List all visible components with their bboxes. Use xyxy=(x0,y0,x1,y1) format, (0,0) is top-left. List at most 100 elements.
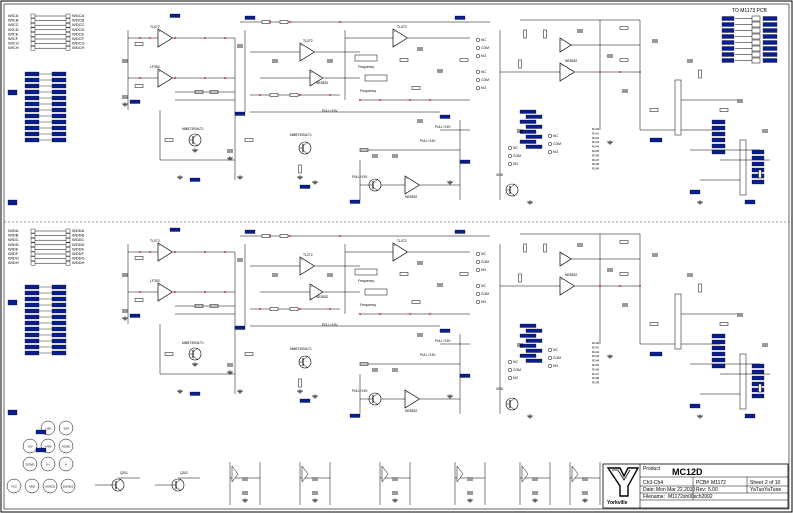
junction-dot xyxy=(329,308,331,310)
date-label: Date: xyxy=(643,487,655,493)
side-net-label xyxy=(51,320,67,326)
resistor-symbol xyxy=(459,58,469,62)
opamp-part-label: TL072 xyxy=(303,253,313,257)
resistor-symbol xyxy=(411,300,421,304)
bus-output-label: WDCC xyxy=(72,22,85,27)
bus-pin xyxy=(65,247,71,252)
opamp-minus: - xyxy=(311,82,312,86)
sheet-inner-border xyxy=(3,3,790,510)
capacitor-symbol xyxy=(392,491,398,495)
power-circle: V+ xyxy=(40,456,56,472)
side-net-label xyxy=(51,338,67,344)
net-label xyxy=(525,338,543,343)
filename-value: M1172sh00sch2002 xyxy=(668,494,713,500)
resistor-symbol xyxy=(134,42,144,46)
switch-label-no: NO xyxy=(481,54,486,58)
resistor-part-label: R147 xyxy=(592,158,600,162)
ground-symbol xyxy=(122,316,128,321)
net-label xyxy=(751,393,765,399)
side-net-label xyxy=(51,119,67,125)
junction-dot xyxy=(339,235,341,237)
bus-pin xyxy=(65,27,71,32)
transistor-part-label: Q201 xyxy=(120,471,128,475)
side-net-label xyxy=(51,113,67,119)
opamp-part-label: NE5532 xyxy=(405,195,417,199)
resistor-part-label: R146 xyxy=(592,367,600,371)
capacitor-symbol xyxy=(392,477,398,481)
bus-output-label: WDCD xyxy=(72,27,85,32)
switch-label-no: NO xyxy=(553,364,558,368)
bus-output-label: WDCE xyxy=(72,31,85,36)
freq-label: Frequency xyxy=(360,89,376,93)
opamp-plus: + xyxy=(159,243,161,247)
net-label xyxy=(439,114,451,119)
ground-symbol xyxy=(527,414,533,419)
resistor-symbol xyxy=(244,352,254,356)
switch-label-no: NO xyxy=(481,86,486,90)
side-net-label xyxy=(51,332,67,338)
side-net-label xyxy=(51,101,67,107)
net-label xyxy=(35,429,47,435)
side-net-label xyxy=(51,137,67,143)
junction-dot xyxy=(139,291,141,293)
opamp-plus: + xyxy=(301,257,303,261)
side-net-label xyxy=(51,71,67,77)
ground-symbol xyxy=(312,394,318,399)
capacitor-symbol xyxy=(272,273,278,277)
junction-dot xyxy=(269,21,271,23)
opamp-minus: - xyxy=(301,271,302,275)
capacitor-symbol xyxy=(122,95,128,99)
switch-label-nc: NC xyxy=(513,360,518,364)
resistor-part-label: R145 xyxy=(592,149,600,153)
opamp-minus: - xyxy=(159,297,160,301)
net-label xyxy=(744,199,756,205)
junction-dot xyxy=(299,94,301,96)
bypass-cap-block xyxy=(299,462,331,505)
junction-dot xyxy=(224,77,226,79)
opamp-part-label: NE5532 xyxy=(565,59,577,63)
resistor-part-label: R142 xyxy=(592,350,600,354)
opamp-part-label: LF353 xyxy=(150,279,160,283)
bus-pin xyxy=(30,41,36,46)
junction-dot xyxy=(224,37,226,39)
power-circle-label: AGND2 xyxy=(45,485,56,489)
connector-top xyxy=(721,15,778,64)
opamp-part-label: NE5532 xyxy=(316,295,328,299)
freq-label: Frequency xyxy=(360,303,376,307)
date-value: Mon Mar 22,2010 xyxy=(656,487,695,493)
channel-lower-circuit: +-TL072+-LF353MMBT3904LT1MMBT3904LT1+-TL… xyxy=(122,227,770,419)
side-net-label xyxy=(7,299,18,306)
sheet-value: 2 of 10 xyxy=(765,480,781,486)
switch-label-nc: NC xyxy=(481,252,486,256)
pull-label: PULL+15V xyxy=(420,353,436,357)
opamp-plus: + xyxy=(159,29,161,33)
side-net-label xyxy=(24,89,40,95)
net-label xyxy=(711,143,726,149)
bus-input-label: WIDE xyxy=(8,246,19,251)
net-label xyxy=(711,131,726,137)
capacitor-symbol xyxy=(312,477,318,481)
side-net-label xyxy=(24,137,40,143)
resistor-symbol xyxy=(619,58,629,62)
net-label xyxy=(454,229,466,234)
connector-net-label xyxy=(721,52,735,57)
ground-symbol xyxy=(312,498,318,503)
resistor-symbol xyxy=(289,307,299,311)
opamp-plus: + xyxy=(394,243,396,247)
resistor-symbol xyxy=(261,234,271,238)
transistor-q3 xyxy=(368,178,382,192)
side-net-label xyxy=(51,125,67,131)
side-net-label xyxy=(24,290,40,296)
resistor-symbol xyxy=(279,234,289,238)
resistor-symbol xyxy=(134,84,144,88)
resistor-symbol xyxy=(619,240,629,244)
ground-symbol xyxy=(697,414,703,419)
ground-symbol xyxy=(447,180,453,185)
junction-dot xyxy=(269,235,271,237)
capacitor-symbol xyxy=(737,99,743,103)
opamp-plus: + xyxy=(311,70,313,74)
opamp-plus: + xyxy=(561,38,563,42)
net-label xyxy=(751,369,765,375)
